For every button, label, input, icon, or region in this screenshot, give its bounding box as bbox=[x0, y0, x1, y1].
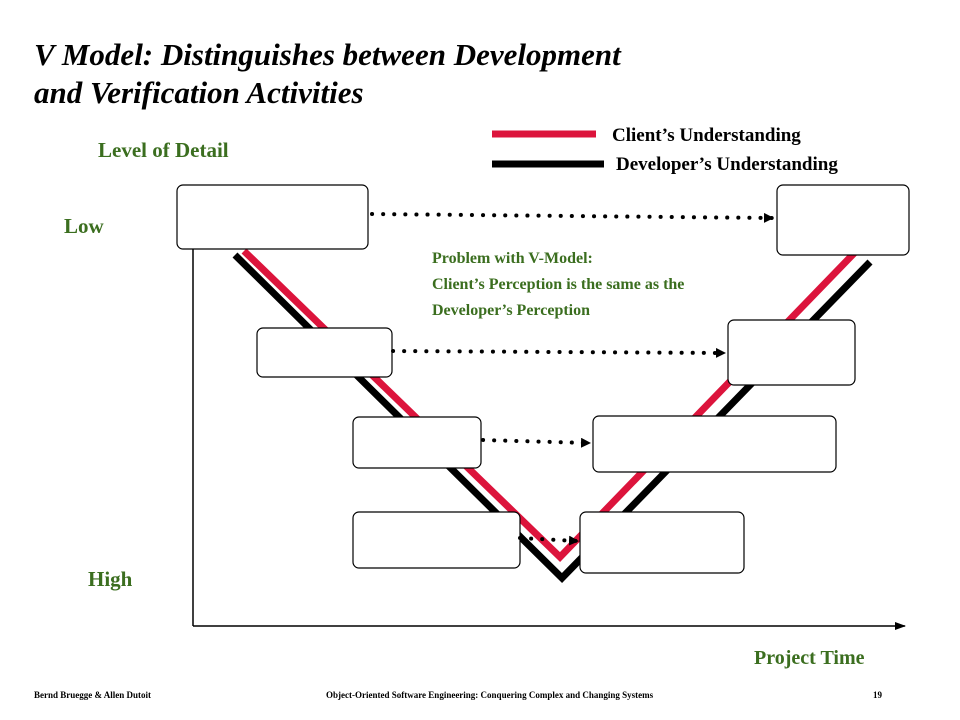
client-understanding-line bbox=[241, 240, 867, 562]
y-axis-high-label: High bbox=[88, 567, 133, 591]
development-box-3 bbox=[352, 416, 482, 469]
verification-arrow-3 bbox=[481, 437, 591, 448]
development-box-2 bbox=[256, 327, 393, 378]
development-box-4 bbox=[352, 511, 521, 569]
verification-arrow-4 bbox=[518, 535, 579, 546]
verification-box-2 bbox=[727, 319, 856, 386]
y-axis-low-label: Low bbox=[64, 214, 104, 238]
footer-authors: Bernd Bruegge & Allen Dutoit bbox=[34, 690, 151, 700]
legend-developer-label: Developer’s Understanding bbox=[616, 154, 838, 175]
verification-box-3 bbox=[592, 415, 837, 473]
note-line-3: Developer’s Perception bbox=[432, 302, 591, 319]
development-box-1 bbox=[176, 184, 369, 250]
x-axis-label: Project Time bbox=[754, 647, 865, 669]
verification-box-4 bbox=[579, 511, 745, 574]
note-line-1: Problem with V-Model: bbox=[432, 250, 593, 267]
legend-client-label: Client’s Understanding bbox=[612, 125, 801, 146]
note-line-2: Client’s Perception is the same as the bbox=[432, 276, 685, 293]
slide-title: V Model: Distinguishes between Developme… bbox=[34, 36, 621, 112]
y-axis-label: Level of Detail bbox=[98, 138, 229, 162]
verification-arrow-1 bbox=[370, 212, 774, 223]
verification-arrow-2 bbox=[391, 347, 726, 358]
footer-book-title: Object-Oriented Software Engineering: Co… bbox=[326, 690, 654, 700]
v-model-problem-note: Problem with V-Model: Client’s Perceptio… bbox=[432, 246, 684, 324]
verification-box-1 bbox=[776, 184, 910, 256]
slide-title-line-2: and Verification Activities bbox=[34, 75, 364, 110]
slide-title-line-1: V Model: Distinguishes between Developme… bbox=[34, 37, 621, 72]
footer-page-number: 19 bbox=[873, 690, 882, 700]
